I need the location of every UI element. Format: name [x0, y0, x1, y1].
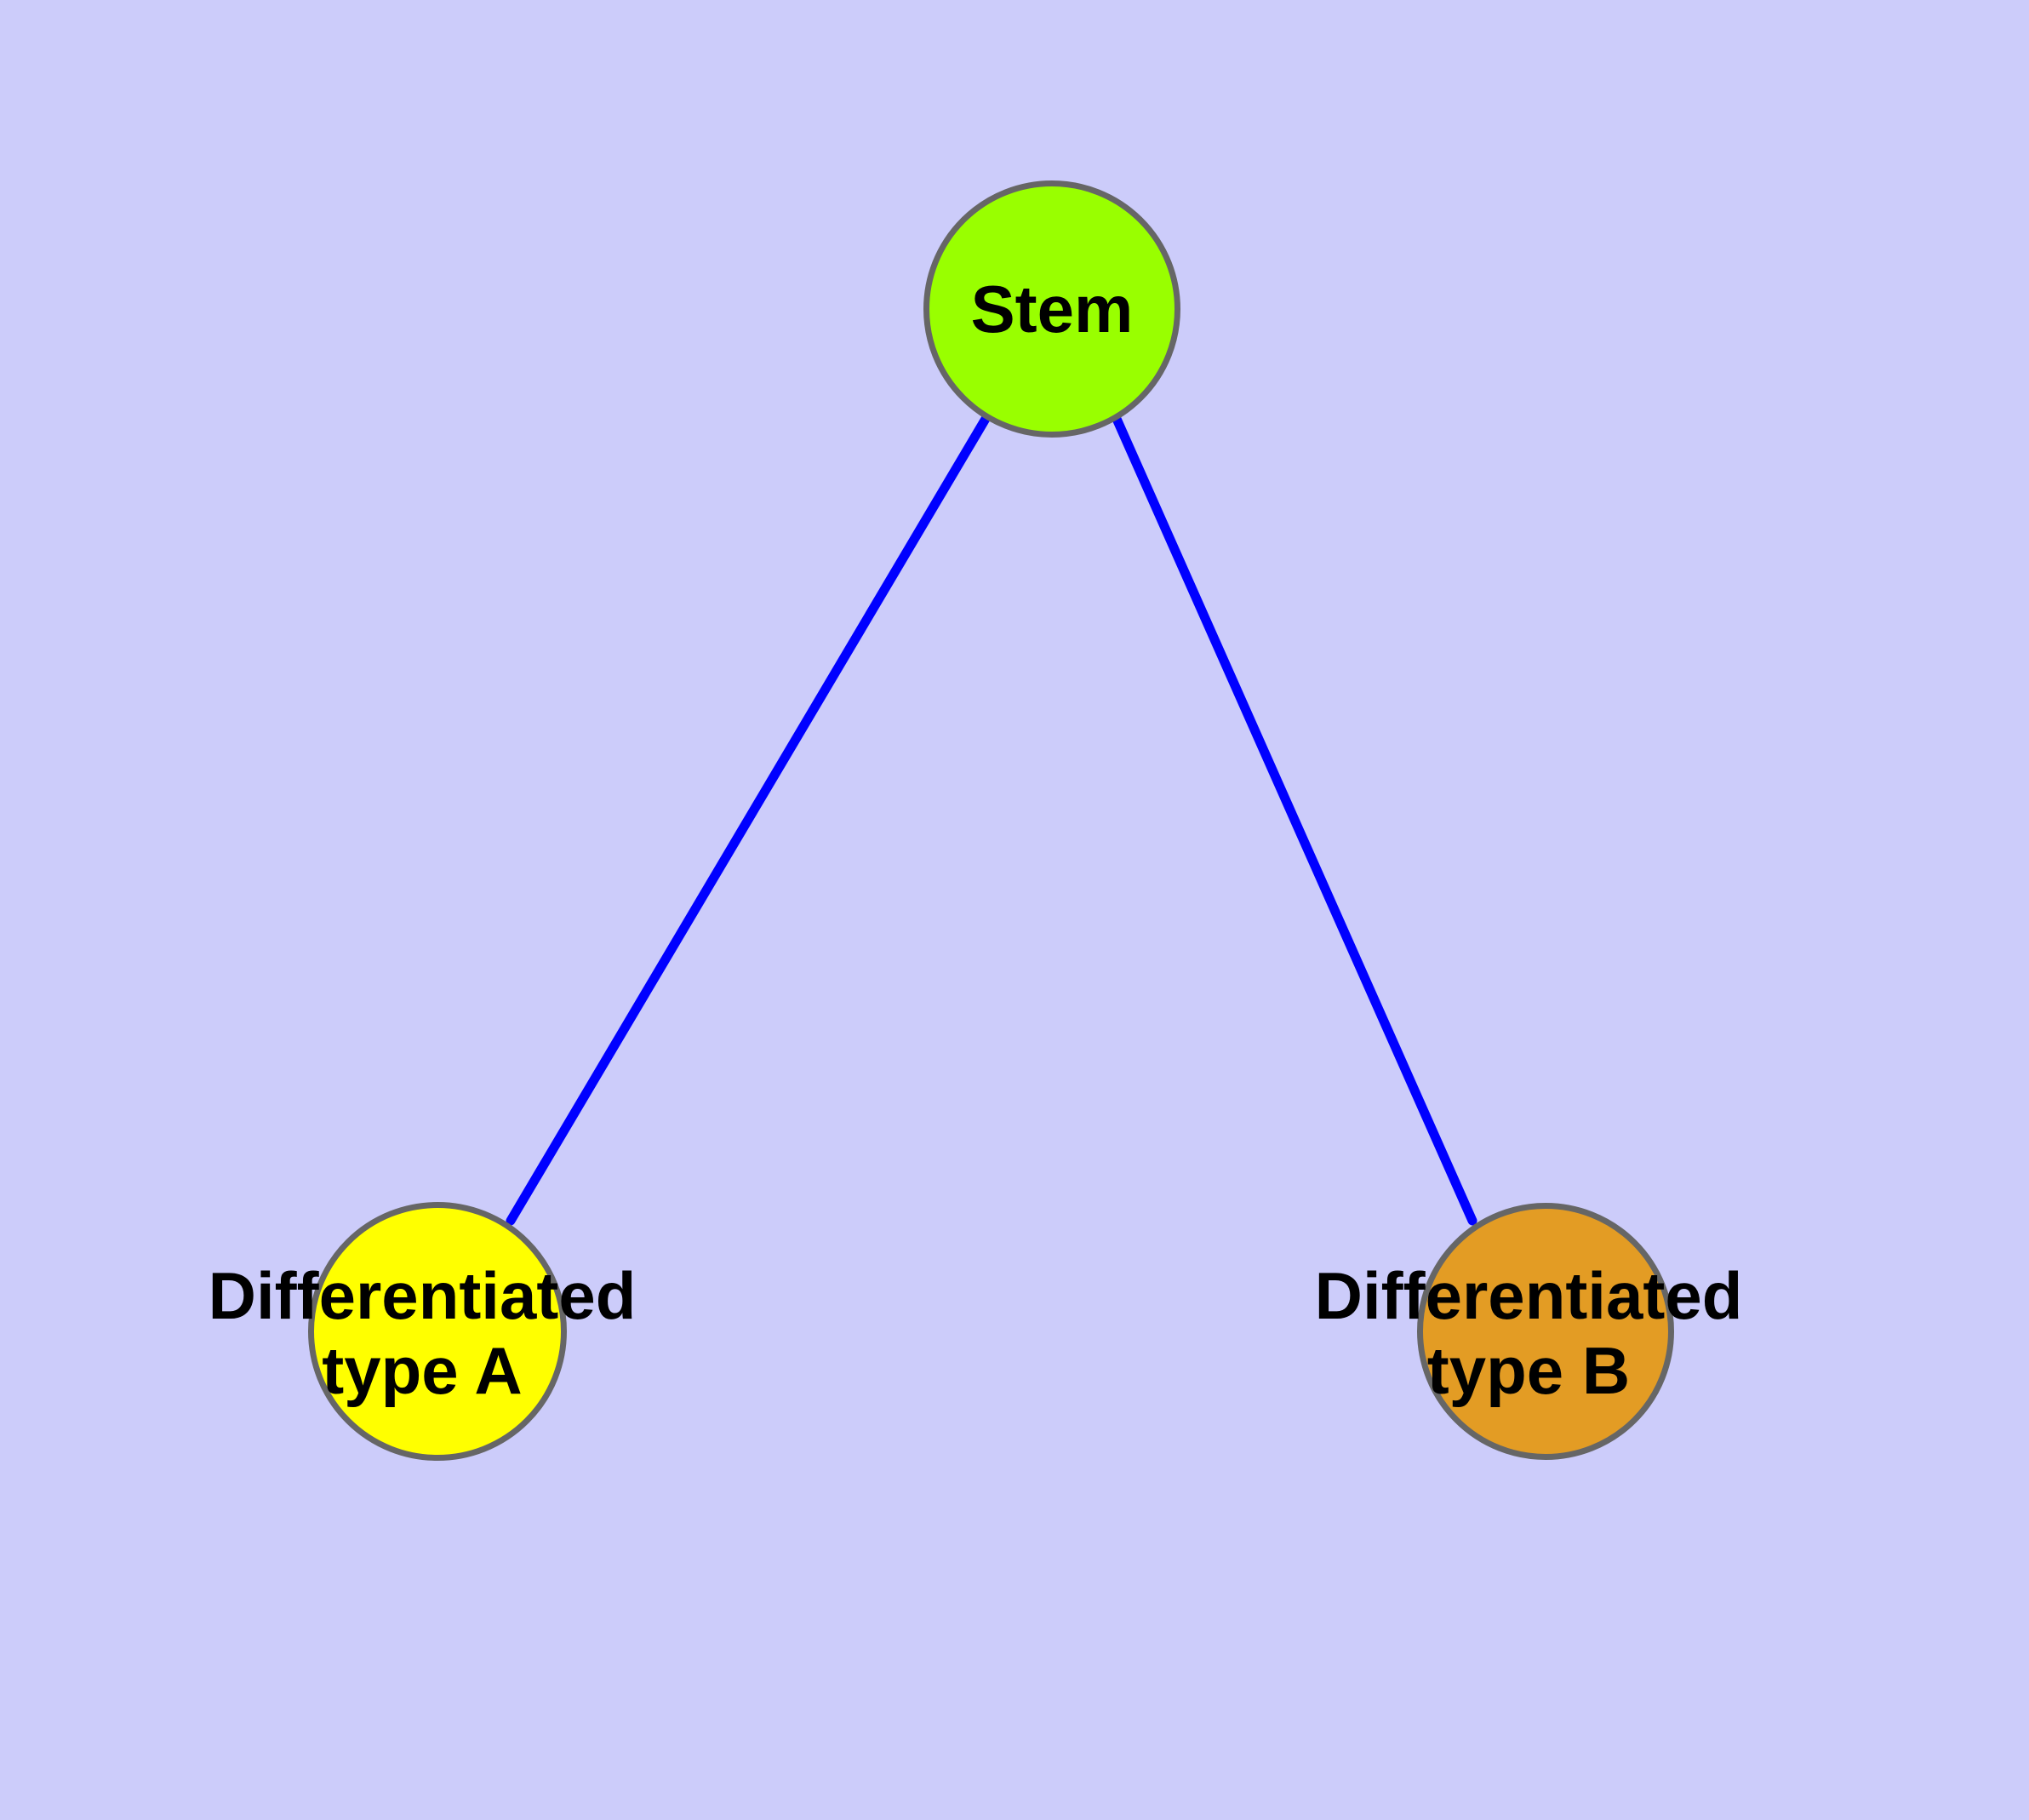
- node-stem[interactable]: [923, 180, 1180, 438]
- node-differentiated-type-b[interactable]: [1417, 1203, 1674, 1460]
- edge-stem-to-differentiated-type-a[interactable]: [506, 414, 991, 1226]
- node-differentiated-type-a[interactable]: [308, 1202, 567, 1461]
- edge-stem-to-differentiated-type-b[interactable]: [1112, 414, 1477, 1226]
